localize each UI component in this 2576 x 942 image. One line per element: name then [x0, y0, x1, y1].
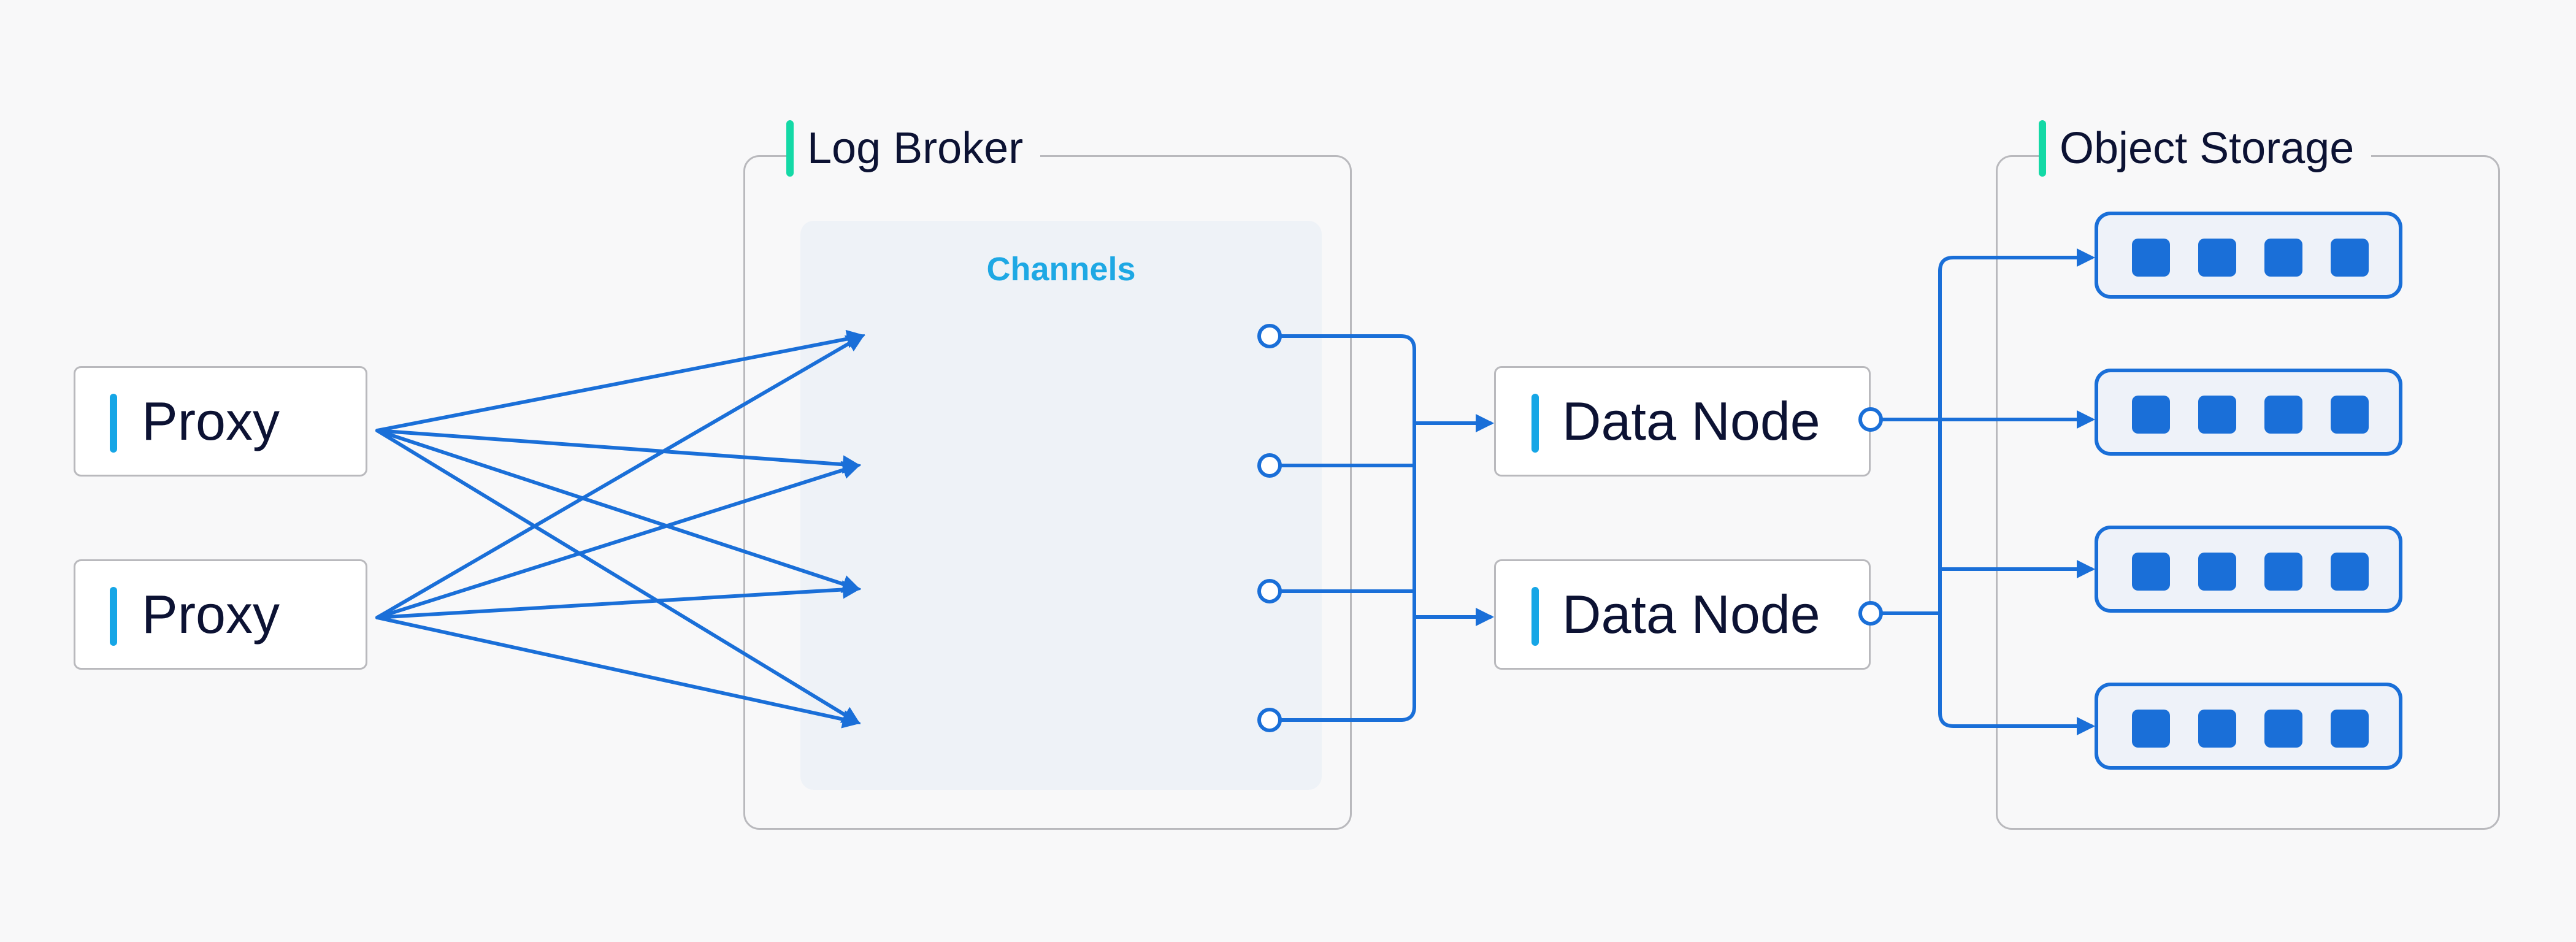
port-circle: [1257, 453, 1282, 478]
port-circle: [1257, 324, 1282, 348]
storage-segment: [2198, 553, 2236, 591]
storage-segment: [2264, 553, 2302, 591]
port-circle: [1858, 407, 1883, 432]
object-storage-title: Object Storage: [2039, 120, 2372, 177]
proxy-accent-bar: [110, 394, 117, 453]
arrow: [375, 429, 861, 725]
proxy-node: Proxy: [74, 366, 367, 477]
storage-segment: [2331, 239, 2369, 277]
storage-segment: [2198, 396, 2236, 434]
storage-segment: [2331, 710, 2369, 748]
arrow: [375, 429, 861, 474]
data-node-accent-bar: [1531, 587, 1539, 646]
storage-block: [2095, 526, 2402, 613]
storage-segment: [2198, 710, 2236, 748]
data-node-label: Data Node: [1562, 391, 1820, 451]
data-node: Data Node: [1494, 366, 1871, 477]
arrow: [375, 461, 861, 619]
arrow: [375, 334, 865, 619]
storage-segment: [2264, 710, 2302, 748]
arrow: [375, 616, 861, 729]
storage-segment: [2331, 553, 2369, 591]
storage-block: [2095, 683, 2402, 770]
proxy-label: Proxy: [142, 391, 280, 451]
port-circle: [1858, 601, 1883, 626]
log-broker-group: [743, 155, 1352, 830]
arrow: [375, 580, 861, 619]
port-circle: [1257, 579, 1282, 603]
channels-panel: Channels: [800, 221, 1322, 790]
arrow: [1938, 711, 2095, 735]
data-node-label: Data Node: [1562, 584, 1820, 645]
proxy-accent-bar: [110, 587, 117, 646]
storage-segment: [2264, 396, 2302, 434]
storage-segment: [2132, 553, 2170, 591]
storage-segment: [2198, 239, 2236, 277]
storage-segment: [2132, 710, 2170, 748]
data-node-accent-bar: [1531, 394, 1539, 453]
data-node: Data Node: [1494, 559, 1871, 670]
storage-segment: [2264, 239, 2302, 277]
arrow: [375, 329, 865, 432]
connector-line: [1277, 334, 1416, 351]
storage-block: [2095, 369, 2402, 456]
arrow: [375, 429, 861, 593]
storage-block: [2095, 212, 2402, 299]
proxy-label: Proxy: [142, 584, 280, 645]
port-circle: [1257, 708, 1282, 732]
connector-line: [1277, 705, 1416, 722]
arrow: [1938, 248, 2095, 273]
storage-segment: [2331, 396, 2369, 434]
proxy-node: Proxy: [74, 559, 367, 670]
channels-title: Channels: [986, 251, 1136, 288]
log-broker-title: Log Broker: [786, 120, 1041, 177]
storage-segment: [2132, 239, 2170, 277]
storage-segment: [2132, 396, 2170, 434]
